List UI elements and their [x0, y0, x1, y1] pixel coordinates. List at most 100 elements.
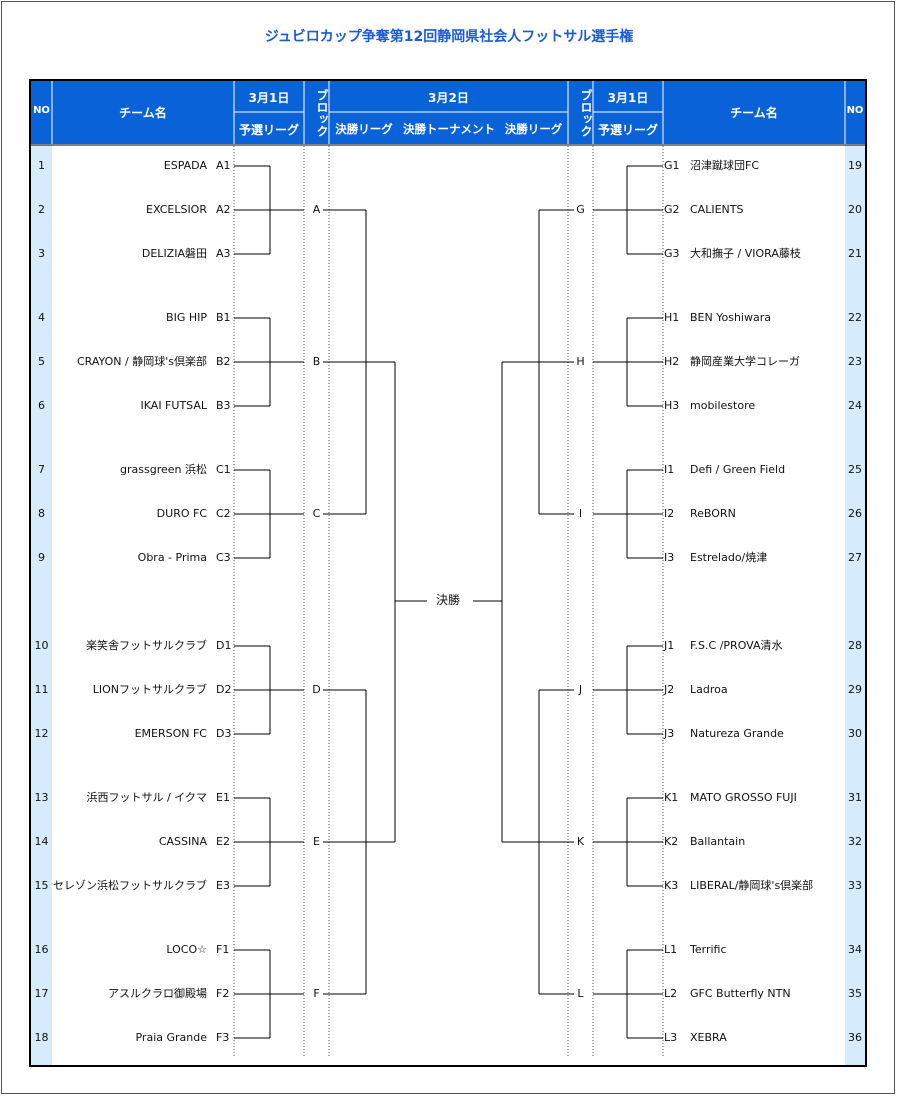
team-seed: E3 — [216, 879, 230, 892]
team-number: 18 — [34, 1031, 49, 1044]
team-number: 32 — [848, 835, 862, 848]
column-guides — [233, 146, 664, 1058]
header-team-name-right: チーム名 — [730, 106, 778, 120]
team-name: LOCO☆ — [166, 943, 207, 956]
team-number: 4 — [38, 311, 45, 324]
team-name: CRAYON / 静岡球's倶楽部 — [76, 355, 207, 368]
team-name: ReBORN — [690, 507, 736, 520]
team-name: Praia Grande — [135, 1031, 207, 1044]
team-seed: E1 — [216, 791, 230, 804]
team-name: BIG HIP — [166, 311, 207, 324]
team-number: 12 — [34, 727, 49, 740]
team-name: EMERSON FC — [134, 727, 207, 740]
team-seed: L1 — [664, 943, 678, 956]
page-title: ジュビロカップ争奪第12回静岡県社会人フットサル選手権 — [264, 29, 634, 45]
team-name: DURO FC — [156, 507, 207, 520]
team-number: 3 — [38, 247, 45, 260]
block-label: A — [312, 203, 321, 216]
team-name: mobilestore — [690, 399, 756, 412]
header-final-tournament: 決勝トーナメント — [403, 122, 495, 136]
team-name: 大和撫子 / VIORA藤枝 — [690, 247, 801, 260]
team-seed: D1 — [216, 639, 232, 652]
team-name: Defi / Green Field — [690, 463, 786, 476]
header-date-right: 3月1日 — [607, 91, 649, 105]
team-seed: D2 — [216, 683, 232, 696]
team-seed: K3 — [664, 879, 679, 892]
team-name: ESPADA — [163, 159, 207, 172]
team-name: DELIZIA磐田 — [141, 247, 207, 260]
header-team-name-left: チーム名 — [119, 106, 167, 120]
team-name: XEBRA — [690, 1031, 727, 1044]
team-name: BEN Yoshiwara — [690, 311, 771, 324]
team-number: 28 — [848, 639, 862, 652]
header-final-league-right: 決勝リーグ — [504, 122, 563, 136]
team-number: 11 — [34, 683, 49, 696]
team-number: 9 — [38, 551, 45, 564]
header-block-left: ブロック — [315, 89, 329, 137]
team-seed: F2 — [216, 987, 230, 1000]
final-label: 決勝 — [435, 593, 460, 607]
team-name: LIONフットサルクラブ — [92, 683, 207, 696]
team-number: 25 — [848, 463, 862, 476]
team-number: 36 — [848, 1031, 862, 1044]
header-prelim-right: 予選リーグ — [597, 123, 658, 137]
team-name: 静岡産業大学コレーガ — [690, 355, 800, 368]
team-number: 35 — [848, 987, 862, 1000]
block-label: J — [578, 683, 583, 696]
team-seed: B2 — [216, 355, 231, 368]
team-seed: C3 — [216, 551, 231, 564]
team-seed: K2 — [664, 835, 679, 848]
team-seed: H2 — [664, 355, 680, 368]
team-seed: I1 — [664, 463, 675, 476]
bracket-lines — [234, 165, 663, 1039]
team-seed: L2 — [664, 987, 678, 1000]
header-grid — [51, 81, 846, 144]
block-label: G — [576, 203, 585, 216]
team-name: Estrelado/焼津 — [690, 551, 768, 564]
team-name: Terrific — [690, 943, 727, 956]
team-seed: H3 — [664, 399, 680, 412]
team-name: セレゾン浜松フットサルクラブ — [53, 879, 207, 892]
team-name: CALIENTS — [690, 203, 744, 216]
team-seed: J3 — [664, 727, 675, 740]
team-number: 26 — [848, 507, 862, 520]
team-number: 1 — [38, 159, 45, 172]
right-no-column — [845, 145, 865, 1065]
team-name: MATO GROSSO FUJI — [690, 791, 797, 804]
team-seed: F3 — [216, 1031, 230, 1044]
team-seed: A2 — [216, 203, 231, 216]
team-number: 23 — [848, 355, 862, 368]
header-no-left: NO — [33, 105, 50, 116]
team-number: 19 — [848, 159, 862, 172]
team-number: 21 — [848, 247, 862, 260]
team-number: 22 — [848, 311, 862, 324]
team-number: 33 — [848, 879, 862, 892]
team-name: IKAI FUTSAL — [140, 399, 207, 412]
bracket-frame — [29, 79, 867, 1067]
team-name: EXCELSIOR — [146, 203, 207, 216]
team-number: 2 — [38, 203, 45, 216]
team-number: 31 — [848, 791, 862, 804]
team-seed: D3 — [216, 727, 232, 740]
block-label: C — [312, 507, 321, 520]
header-block-right: ブロック — [579, 89, 593, 137]
team-number: 5 — [38, 355, 45, 368]
team-number: 10 — [34, 639, 49, 652]
team-seed: A1 — [216, 159, 231, 172]
team-seed: E2 — [216, 835, 230, 848]
team-seed: K1 — [664, 791, 679, 804]
team-name: F.S.C /PROVA清水 — [690, 639, 783, 652]
team-seed: H1 — [664, 311, 680, 324]
team-name: Natureza Grande — [690, 727, 784, 740]
team-seed: G1 — [664, 159, 680, 172]
block-label: H — [576, 355, 585, 368]
team-name: Obra - Prima — [137, 551, 207, 564]
team-seed: C2 — [216, 507, 231, 520]
team-number: 7 — [38, 463, 45, 476]
team-number: 14 — [34, 835, 49, 848]
header-date-left: 3月1日 — [248, 91, 290, 105]
team-name: grassgreen 浜松 — [120, 463, 207, 476]
block-label: E — [313, 835, 320, 848]
